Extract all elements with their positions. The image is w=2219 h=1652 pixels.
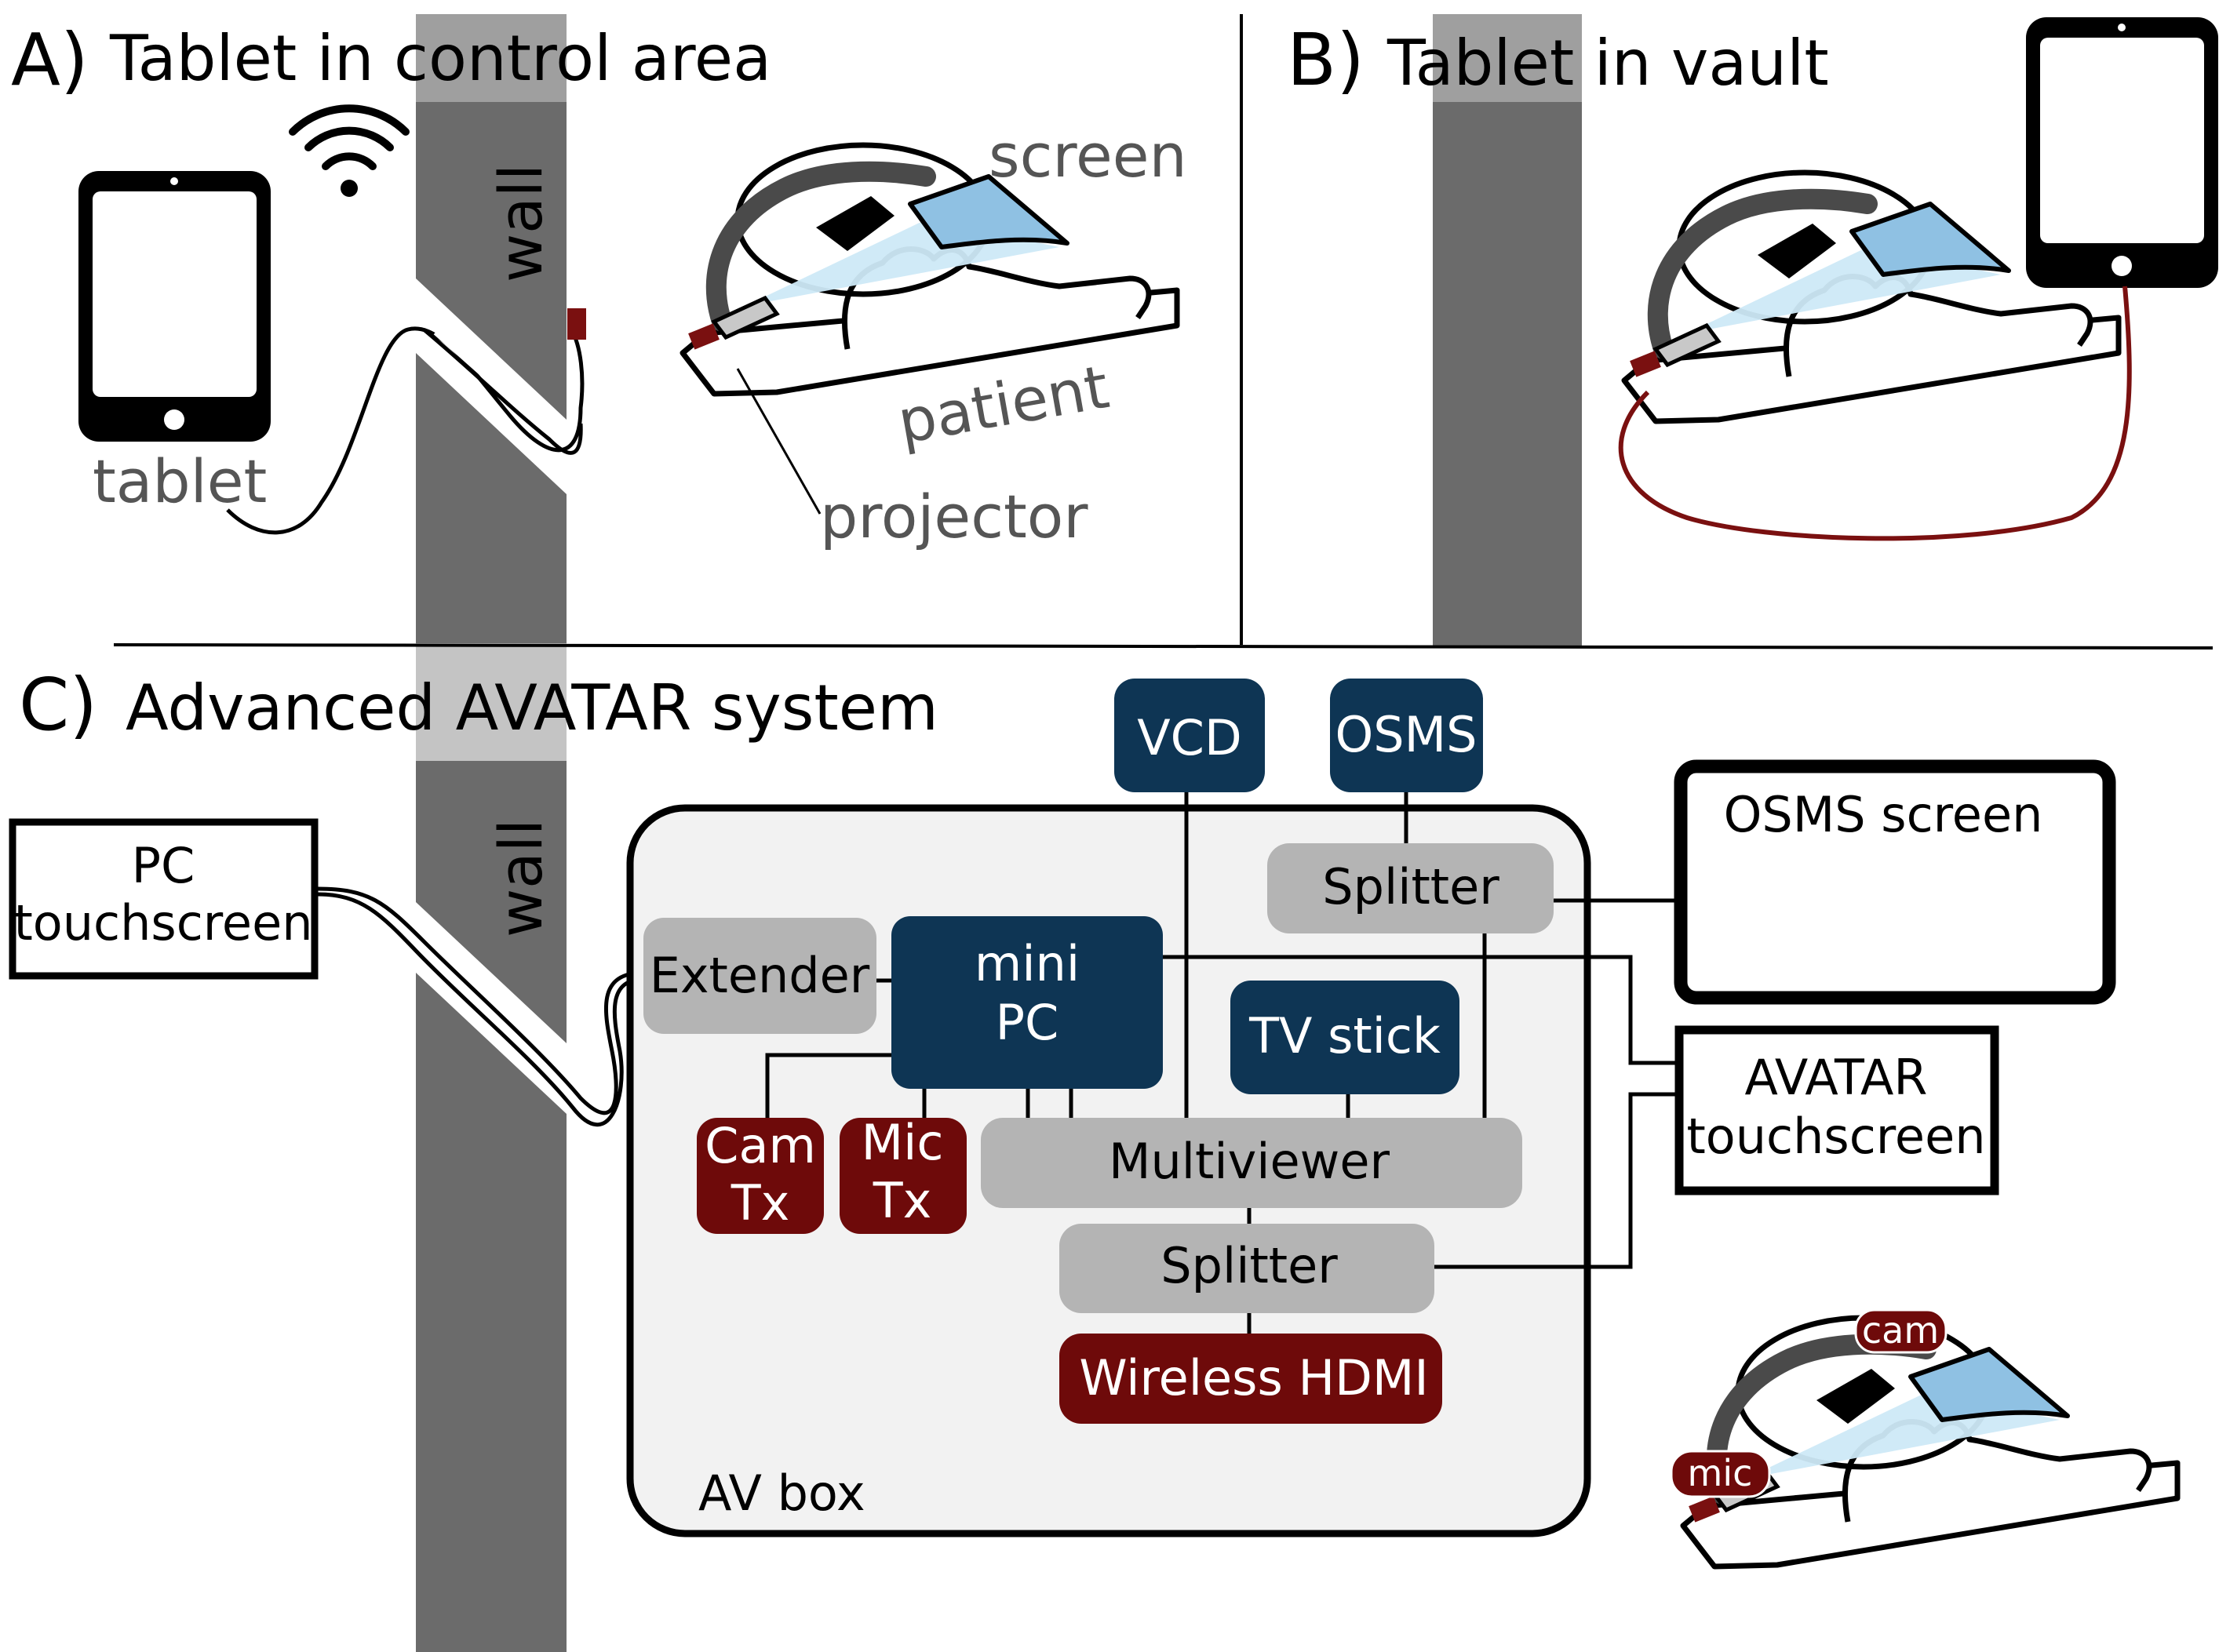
wall-label-a: wall [486, 164, 556, 282]
splitter-bottom-box: Splitter [1059, 1224, 1434, 1313]
cam-tx-line1: Cam [705, 1117, 816, 1174]
pc-touchscreen-line1: PC [132, 837, 195, 894]
cam-tx-line2: Tx [731, 1174, 790, 1232]
cable-a-inner [422, 328, 583, 455]
screen-label: screen [989, 121, 1187, 191]
pc-touchscreen: PC touchscreen [9, 818, 319, 980]
tablet-icon [78, 171, 271, 442]
pc-touchscreen-line2: touchscreen [13, 894, 312, 952]
divider-horizontal [113, 643, 2214, 650]
panel-a-letter: A) [11, 18, 89, 102]
wall-passthrough-a [433, 321, 571, 446]
vcd-box: VCD [1114, 679, 1265, 792]
avatar-touchscreen-line2: touchscreen [1686, 1108, 1985, 1165]
extender-box: Extender [643, 918, 876, 1034]
tablet-label: tablet [93, 446, 267, 516]
extender-label: Extender [650, 947, 870, 1004]
wall-a-lower [416, 353, 567, 643]
mic-badge-label: mic [1688, 1452, 1753, 1494]
wireless-hdmi-box: Wireless HDMI [1059, 1334, 1442, 1424]
wall-c [416, 761, 567, 1043]
osms-box: OSMS [1330, 679, 1483, 792]
osms-label: OSMS [1335, 706, 1477, 763]
cam-badge-label: cam [1862, 1309, 1939, 1352]
wall-a-top-shade [416, 14, 567, 102]
cable-c-inner [317, 892, 646, 1127]
projector-pointer [736, 368, 822, 515]
av-box-label: AV box [698, 1465, 865, 1522]
wall-label-c: wall [486, 819, 556, 937]
panel-b-title: Tablet in vault [1386, 27, 1829, 100]
mic-tx-line2: Tx [873, 1172, 932, 1229]
mini-pc-line2: PC [996, 994, 1059, 1051]
splitter-top-box: Splitter [1267, 843, 1554, 933]
wall-c-lower [416, 973, 567, 1652]
splitter-top-label: Splitter [1322, 858, 1499, 915]
wireless-hdmi-label: Wireless HDMI [1079, 1349, 1428, 1406]
panel-b-letter: B) [1287, 18, 1365, 102]
mini-pc-line1: mini [975, 935, 1080, 992]
panel-a-title: Tablet in control area [109, 22, 771, 95]
mic-tx-box: Mic Tx [840, 1114, 967, 1234]
osms-screen-label: OSMS screen [1724, 786, 2043, 843]
cam-tx-box: Cam Tx [697, 1117, 824, 1234]
avatar-touchscreen-line1: AVATAR [1744, 1049, 1927, 1106]
patient-scene-c [1683, 1318, 2177, 1566]
projector-label: projector [820, 482, 1088, 551]
cable-b [1618, 286, 2132, 541]
wall-b [1433, 14, 1582, 646]
wall-c-top-shade [416, 643, 567, 761]
tv-stick-box: TV stick [1230, 981, 1459, 1094]
avatar-touchscreen: AVATAR touchscreen [1674, 1025, 1999, 1195]
mic-tx-line1: Mic [862, 1114, 944, 1171]
wall-a [416, 14, 567, 420]
osms-screen: OSMS screen [1674, 759, 2116, 1005]
connection-lines [765, 792, 1679, 1334]
wifi-icon [289, 104, 410, 197]
cable-c-outer [317, 886, 644, 1115]
panel-c-letter: C) [19, 663, 97, 747]
wall-b-top-shade [1433, 14, 1582, 102]
multiviewer-label: Multiviewer [1109, 1133, 1390, 1190]
tablet-icon [2026, 17, 2218, 288]
splitter-bottom-label: Splitter [1161, 1237, 1338, 1294]
vcd-label: VCD [1137, 709, 1241, 766]
connector-a [567, 308, 586, 340]
panel-c-title: Advanced AVATAR system [126, 671, 938, 744]
multiviewer-box: Multiviewer [981, 1118, 1522, 1208]
mini-pc-box: mini PC [891, 916, 1163, 1089]
mic-badge: mic [1670, 1450, 1771, 1498]
cam-badge: cam [1854, 1308, 1948, 1354]
tv-stick-label: TV stick [1248, 1007, 1441, 1064]
